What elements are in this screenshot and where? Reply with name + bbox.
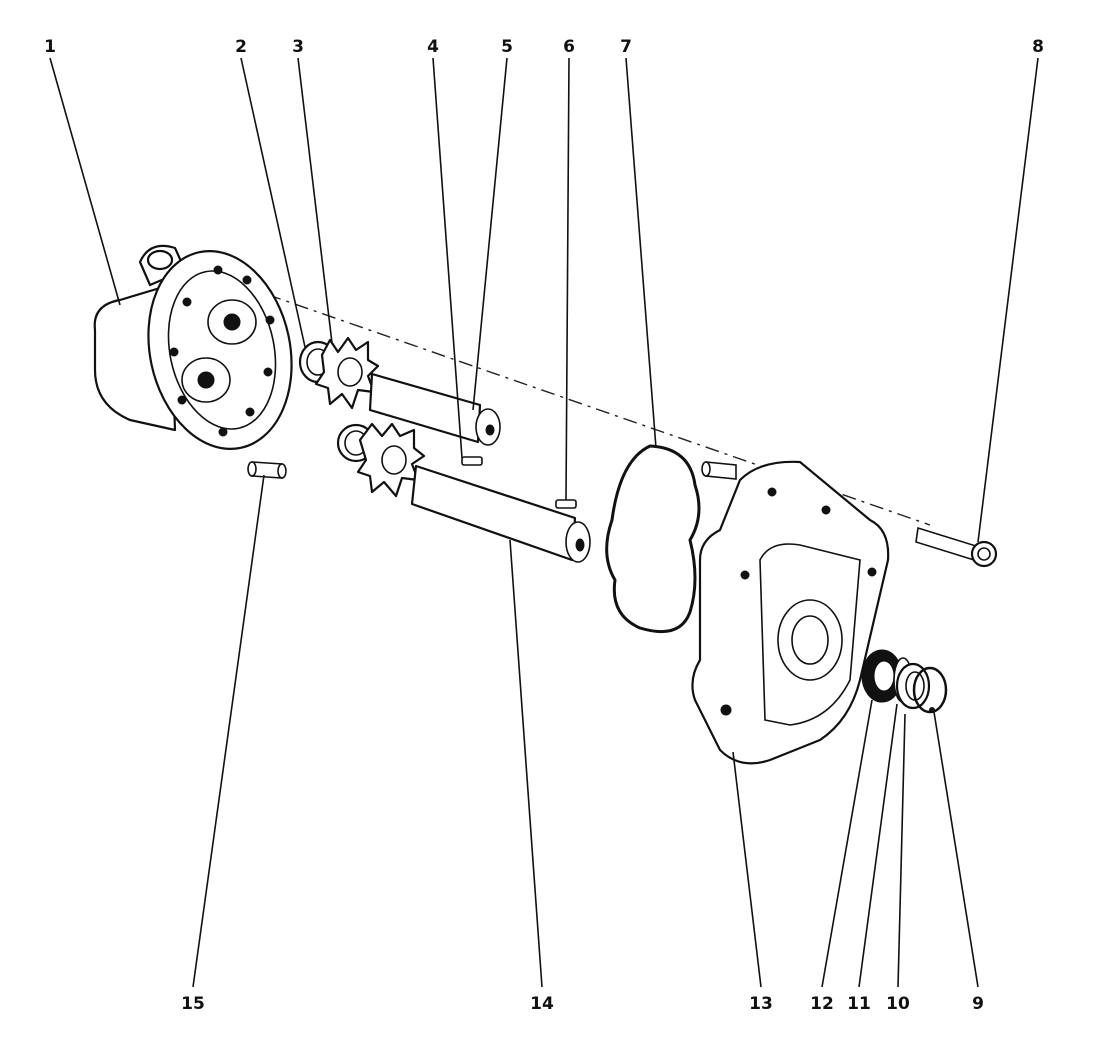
part-13-mounting-flange: [691, 460, 890, 765]
part-7-o-ring-gasket: [605, 444, 701, 634]
callout-8: 8: [1032, 37, 1044, 57]
part-15-dowel-pin: [247, 461, 287, 479]
callout-10: 10: [886, 994, 910, 1014]
part-1-pump-body: [93, 244, 293, 450]
callout-12: 12: [810, 994, 834, 1014]
part-3-drive-gear: [314, 336, 501, 446]
part-4-key: [461, 456, 483, 466]
callout-labels: 1 2 3 4 5 6 7 8 9 10 11 12 13 14 15: [44, 37, 1044, 1014]
callout-13: 13: [749, 994, 773, 1014]
callout-4: 4: [427, 37, 439, 57]
callout-14: 14: [530, 994, 554, 1014]
part-12-shaft-seal: [861, 649, 903, 703]
callout-3: 3: [292, 37, 304, 57]
callout-5: 5: [501, 37, 513, 57]
callout-11: 11: [847, 994, 871, 1014]
leader-lines: [49, 57, 1039, 988]
part-14-driven-shaft-gear: [336, 422, 591, 563]
part-9-snap-ring: [912, 666, 948, 714]
callout-15: 15: [181, 994, 205, 1014]
callout-6: 6: [563, 37, 575, 57]
part-6-key: [555, 499, 577, 509]
callout-7: 7: [620, 37, 632, 57]
cover-dowel-pin: [701, 461, 737, 480]
callout-2: 2: [235, 37, 247, 57]
part-8-bolt: [915, 526, 998, 568]
callout-1: 1: [44, 37, 56, 57]
callout-9: 9: [972, 994, 984, 1014]
assembly-centerline: [239, 284, 931, 526]
